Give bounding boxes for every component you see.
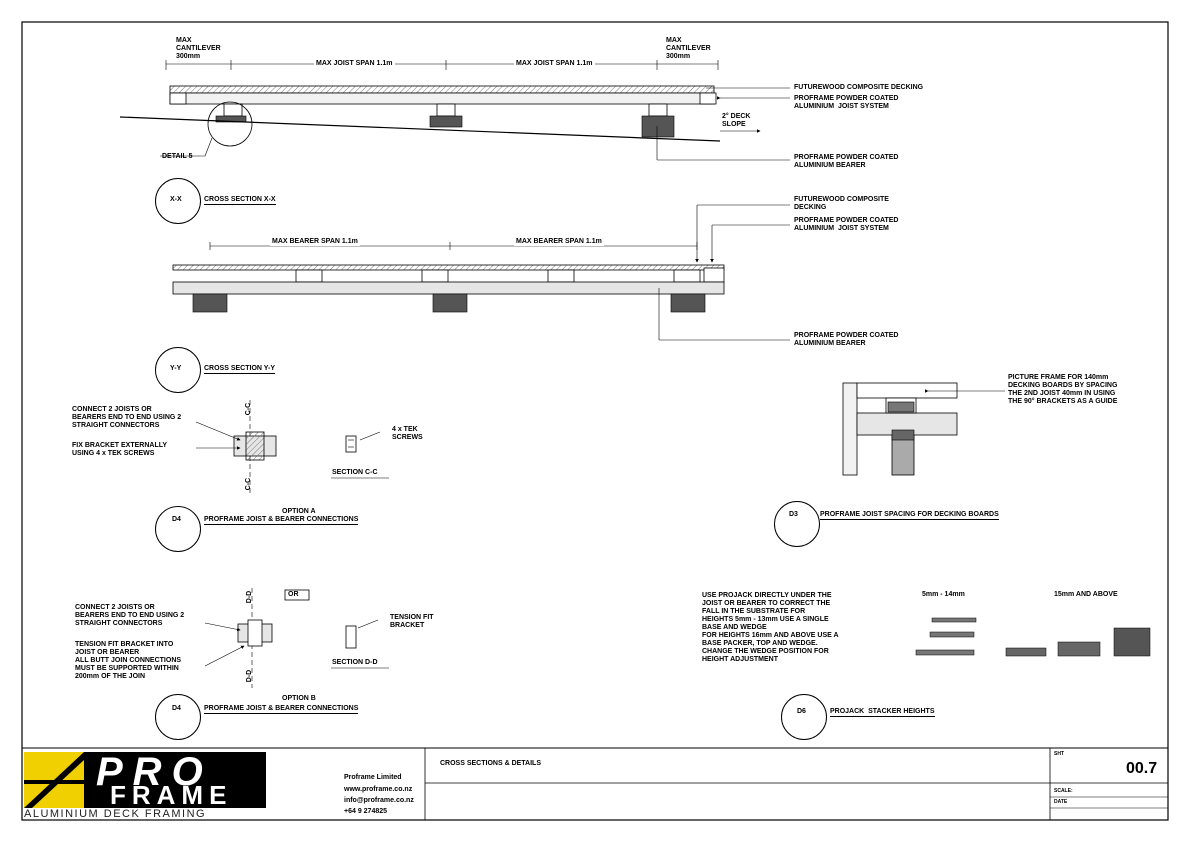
section-title-yy: CROSS SECTION Y-Y [204,365,276,374]
section-title-d4-a: PROFRAME JOIST & BEARER CONNECTIONS [204,516,359,525]
section-bubble-d4-a [155,506,201,552]
range-15mm-above: 15mm AND ABOVE [1054,591,1118,598]
section-bubble-xx [155,178,201,224]
cut-label-d-top: D-D [246,590,254,604]
option-b-note-connect: CONNECT 2 JOISTS OR BEARERS END TO END U… [75,604,185,627]
or-label: OR [288,591,299,598]
d6-note: USE PROJACK DIRECTLY UNDER THE JOIST OR … [702,592,839,663]
cut-label-c-bottom: C-C [245,477,253,491]
company-phone: +64 9 274825 [344,808,388,815]
label-deck-slope: 2° DECK SLOPE [722,113,751,128]
logo-tagline: ALUMINIUM DECK FRAMING [24,808,207,820]
logo-text-frame: FRAME [110,780,233,810]
scale-label: SCALE: [1054,788,1073,794]
section-bubble-d6 [781,694,827,740]
section-title-d4-b: PROFRAME JOIST & BEARER CONNECTIONS [204,705,359,714]
detail-5-circle [207,101,253,147]
dim-bearer-span-1: MAX BEARER SPAN 1.1m [270,238,360,246]
cut-label-c-top: C-C [245,402,253,416]
d3-detail-drawing [842,382,1005,476]
title-block-frame [22,747,1168,820]
dim-bearer-span-2: MAX BEARER SPAN 1.1m [514,238,604,246]
section-bubble-d3 [774,501,820,547]
sheet-number: 00.7 [1126,760,1158,777]
company-website: www.proframe.co.nz [344,786,413,793]
dim-joist-span-1: MAX JOIST SPAN 1.1m [314,60,395,68]
label-joist-yy: PROFRAME POWDER COATED ALUMINIUM JOIST S… [794,217,899,232]
bubble-id-d4-b: D4 [172,705,181,712]
company-name: Proframe Limited [344,774,402,781]
tek-screws-label: 4 x TEK SCREWS [392,426,423,441]
dim-cantilever-left: MAX CANTILEVER 300mm [176,37,221,60]
date-label: DATE [1054,799,1068,805]
label-bearer-xx: PROFRAME POWDER COATED ALUMINIUM BEARER [794,154,899,169]
option-a-label: OPTION A [282,508,316,515]
bubble-id-d6: D6 [797,708,806,715]
option-b-drawing [204,588,389,688]
label-bearer-yy: PROFRAME POWDER COATED ALUMINIUM BEARER [794,332,899,347]
cut-label-d-bottom: D-D [246,669,254,683]
section-bubble-yy [155,347,201,393]
bubble-id-yy: Y-Y [170,365,182,372]
dim-cantilever-right: MAX CANTILEVER 300mm [666,37,711,60]
option-b-note-tension: TENSION FIT BRACKET INTO JOIST OR BEARER… [75,641,182,680]
company-email: info@proframe.co.nz [344,797,414,804]
section-title-d6: PROJACK STACKER HEIGHTS [830,708,935,717]
section-c-c-label: SECTION C-C [332,469,378,476]
tension-fit-bracket-label: TENSION FIT BRACKET [390,614,434,629]
bubble-id-d3: D3 [789,511,798,518]
section-title-d3: PROFRAME JOIST SPACING FOR DECKING BOARD… [820,511,999,520]
bubble-id-d4-a: D4 [172,516,181,523]
range-5-14mm: 5mm - 14mm [922,591,965,598]
label-decking-xx: FUTUREWOOD COMPOSITE DECKING [794,84,924,91]
cross-section-xx-drawing [119,60,790,161]
section-d-d-label: SECTION D-D [332,659,378,666]
proframe-logo [24,752,266,808]
option-a-drawing [195,400,389,494]
label-detail-5: DETAIL 5 [162,153,193,160]
option-a-note-connect: CONNECT 2 JOISTS OR BEARERS END TO END U… [72,406,182,429]
dim-joist-span-2: MAX JOIST SPAN 1.1m [514,60,595,68]
label-decking-yy: FUTUREWOOD COMPOSITE DECKING [794,196,889,211]
label-joist-xx: PROFRAME POWDER COATED ALUMINIUM JOIST S… [794,95,899,110]
bubble-id-xx: X-X [170,196,182,203]
section-title-xx: CROSS SECTION X-X [204,196,276,205]
section-bubble-d4-b [155,694,201,740]
cross-section-yy-drawing [172,204,790,341]
drawing-title: CROSS SECTIONS & DETAILS [440,760,541,767]
sheet-border [21,21,1169,821]
option-b-label: OPTION B [282,695,316,702]
d3-note: PICTURE FRAME FOR 140mm DECKING BOARDS B… [1008,374,1118,405]
option-a-note-fix: FIX BRACKET EXTERNALLY USING 4 x TEK SCR… [72,442,168,457]
d6-projack-drawing [915,617,1151,657]
logo-text-pro: PRO [96,750,213,794]
sheet-label: SHT [1054,751,1064,757]
